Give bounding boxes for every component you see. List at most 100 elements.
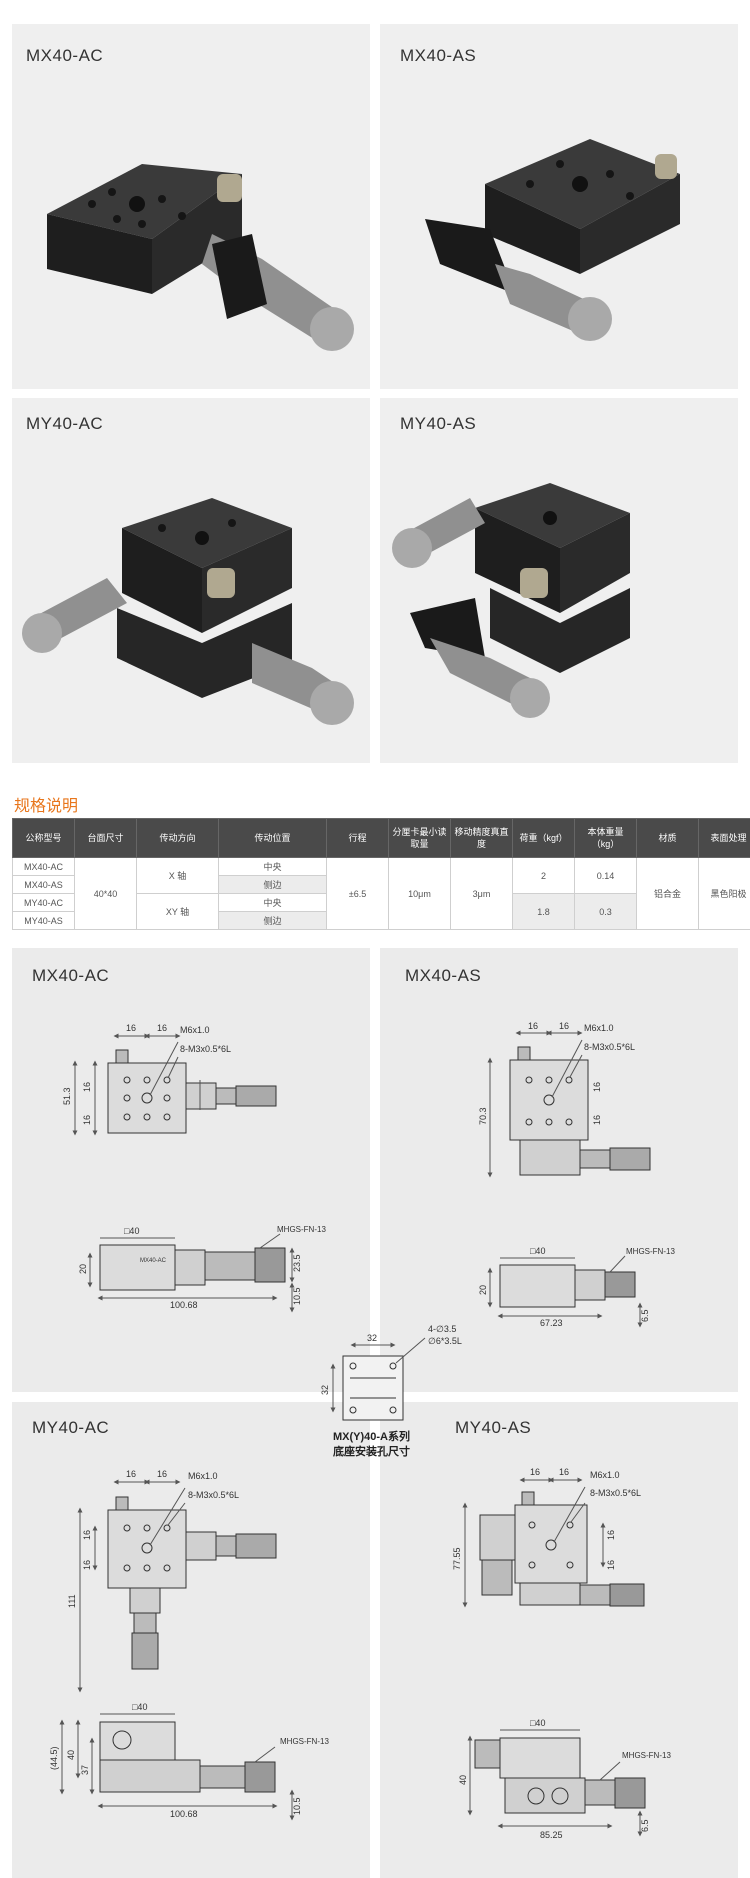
photo-panel-my40-as: MY40-AS	[380, 398, 738, 763]
spec-table: 公称型号 台面尺寸 传动方向 传动位置 行程 分厘卡最小读取量 移动精度真直度 …	[12, 818, 750, 930]
drawing-title: MY40-AC	[32, 1418, 110, 1437]
base-caption: MX(Y)40-A系列	[333, 1429, 410, 1443]
dim-label: 37	[80, 1765, 90, 1775]
product-image-my40-ac	[22, 498, 354, 725]
header-cell: 台面尺寸	[74, 818, 137, 858]
dim-label: 16	[82, 1560, 92, 1570]
load-cell: 2	[512, 857, 575, 894]
dim-label: 70.3	[478, 1107, 488, 1125]
dim-label: M6x1.0	[590, 1470, 620, 1480]
dim-label: MHGS-FN-13	[277, 1225, 326, 1234]
part-label: MX40-AC	[140, 1258, 167, 1264]
dim-label: 6.5	[640, 1819, 650, 1832]
product-image-mx40-ac	[47, 164, 354, 351]
load-cell: 1.8	[512, 893, 575, 930]
dim-label: MHGS-FN-13	[626, 1247, 675, 1256]
dim-label: M6x1.0	[180, 1025, 210, 1035]
dim-label: MHGS-FN-13	[622, 1751, 671, 1760]
dim-label: 16	[82, 1082, 92, 1092]
dim-label: 16	[606, 1560, 616, 1570]
dim-label: 16	[592, 1082, 602, 1092]
dim-label: 16	[528, 1021, 538, 1031]
section-title-specs: 规格说明	[14, 798, 79, 815]
dim-label: 40	[66, 1750, 76, 1760]
position-cell: 侧边	[218, 911, 327, 930]
header-cell: 传动方向	[136, 818, 219, 858]
photo-title: MY40-AC	[26, 414, 104, 433]
dim-label: ∅6*3.5L	[428, 1336, 462, 1346]
dim-label: 16	[157, 1023, 167, 1033]
direction-cell: XY 轴	[136, 893, 219, 930]
my40-as-side-view	[467, 1729, 646, 1837]
dim-label: 16	[157, 1469, 167, 1479]
photo-panel-mx40-as: MX40-AS	[380, 24, 738, 389]
mx40-ac-top-view	[72, 1033, 277, 1136]
finish-cell: 黑色阳极	[698, 857, 750, 930]
dim-label: 77.55	[452, 1547, 462, 1570]
base-mounting-view	[330, 1337, 426, 1421]
header-cell: 传动位置	[218, 818, 327, 858]
dim-label: 10.5	[292, 1287, 302, 1305]
product-image-my40-as	[392, 483, 630, 718]
dim-label: 6.5	[640, 1309, 650, 1322]
my40-ac-top-view	[77, 1479, 277, 1693]
dim-label: 51.3	[62, 1087, 72, 1105]
table-row: MY40-AS 侧边	[12, 911, 750, 930]
dim-label: 20	[478, 1285, 488, 1295]
header-cell: 材质	[636, 818, 699, 858]
dim-label: 8-M3x0.5*6L	[584, 1042, 635, 1052]
dim-label: 100.68	[170, 1809, 198, 1819]
dim-label: 32	[320, 1385, 330, 1395]
product-image-mx40-as	[425, 139, 680, 341]
dim-label: 16	[559, 1467, 569, 1477]
photo-panel-my40-ac: MY40-AC	[12, 398, 370, 763]
photo-panel-mx40-ac: MX40-AC	[12, 24, 370, 389]
header-cell: 表面处理	[698, 818, 750, 858]
dim-label: 8-M3x0.5*6L	[180, 1044, 231, 1054]
dim-label: 4-∅3.5	[428, 1324, 456, 1334]
photo-title: MX40-AC	[26, 46, 104, 65]
my40-as-top-view	[462, 1477, 645, 1608]
straightness-cell: 3μm	[450, 857, 513, 930]
dim-label: 111	[67, 1594, 77, 1608]
weight-cell: 0.14	[574, 857, 637, 894]
photo-title: MX40-AS	[400, 46, 477, 65]
dim-label: 85.25	[540, 1830, 563, 1840]
model-cell: MY40-AS	[12, 911, 75, 930]
weight-cell: 0.3	[574, 893, 637, 930]
dim-label: 16	[592, 1115, 602, 1125]
dim-label: 16	[559, 1021, 569, 1031]
dim-label: 20	[78, 1264, 88, 1274]
header-cell: 行程	[326, 818, 389, 858]
mx40-ac-side-view	[87, 1233, 295, 1313]
dim-label: 16	[606, 1530, 616, 1540]
table-size-cell: 40*40	[74, 857, 137, 930]
dim-label: □40	[530, 1718, 545, 1728]
table-row: MX40-AS 侧边	[12, 875, 750, 894]
header-cell: 公称型号	[12, 818, 75, 858]
dim-label: 16	[126, 1023, 136, 1033]
mx40-as-side-view	[487, 1255, 643, 1328]
photo-title: MY40-AS	[400, 414, 477, 433]
dim-label: 32	[367, 1333, 377, 1343]
drawing-title: MY40-AS	[455, 1418, 532, 1437]
mx40-as-top-view	[487, 1030, 651, 1178]
my40-ac-side-view	[59, 1713, 295, 1821]
dim-label: 8-M3x0.5*6L	[188, 1490, 239, 1500]
dim-label: 16	[82, 1530, 92, 1540]
dim-label: □40	[530, 1246, 545, 1256]
dim-label: MHGS-FN-13	[280, 1737, 329, 1746]
dim-label: 16	[126, 1469, 136, 1479]
dim-label: M6x1.0	[188, 1471, 218, 1481]
dim-label: □40	[124, 1226, 139, 1236]
dim-label: 8-M3x0.5*6L	[590, 1488, 641, 1498]
spec-header-row: 公称型号 台面尺寸 传动方向 传动位置 行程 分厘卡最小读取量 移动精度真直度 …	[12, 818, 750, 858]
dim-label: 16	[530, 1467, 540, 1477]
dim-label: M6x1.0	[584, 1023, 614, 1033]
dim-label: 67.23	[540, 1318, 563, 1328]
dim-label: □40	[132, 1702, 147, 1712]
dim-label: 100.68	[170, 1300, 198, 1310]
base-caption: 底座安装孔尺寸	[333, 1444, 410, 1458]
dim-label: (44.5)	[49, 1746, 59, 1770]
